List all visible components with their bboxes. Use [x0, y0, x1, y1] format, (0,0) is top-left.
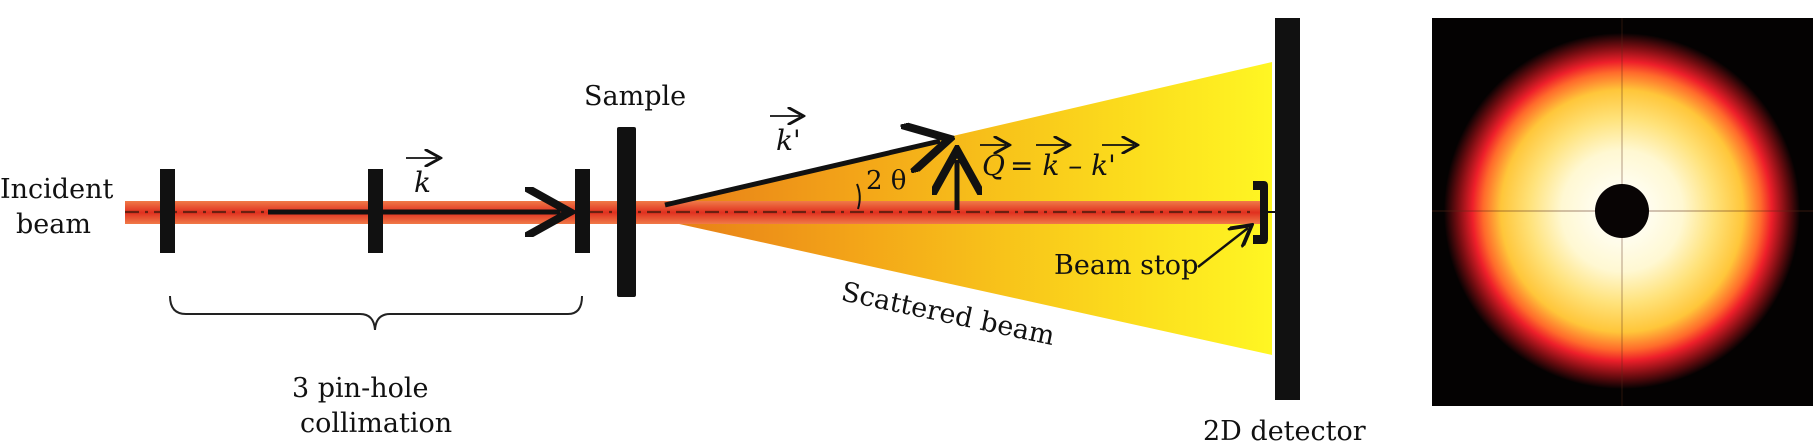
detector-label: 2D detector: [1203, 416, 1366, 447]
two-theta-label: 2 θ: [866, 166, 906, 196]
q-equation-rest: = k – k': [1010, 149, 1116, 182]
incident-beam-label-line1: Incident: [0, 174, 113, 205]
k-prime-vector-arrow: [664, 141, 940, 208]
collimation-label-line1: 3 pin-hole: [292, 373, 428, 404]
beam-stop: [1253, 181, 1268, 244]
two-theta-arc: [856, 183, 861, 210]
incident-beam: [125, 201, 1260, 224]
sample-label: Sample: [584, 81, 686, 112]
beam-stop-pointer: [1197, 228, 1248, 268]
beam-stop-label: Beam stop: [1054, 250, 1198, 281]
q-equation-q: Q: [982, 149, 1005, 182]
scattering-pattern: [1432, 18, 1813, 406]
pinhole-3: [575, 169, 590, 253]
k-prime-vector-label: k': [776, 124, 801, 157]
pinhole-1: [160, 169, 175, 253]
collimation-label-line2: collimation: [300, 408, 452, 439]
incident-beam-label-line2: beam: [16, 209, 91, 240]
k-vector-label: k: [414, 166, 431, 199]
pattern-beam-stop-shadow: [1595, 184, 1649, 238]
sample-holder: [617, 127, 636, 297]
detector-plate: [1275, 18, 1300, 400]
collimation-bracket: [169, 295, 583, 331]
